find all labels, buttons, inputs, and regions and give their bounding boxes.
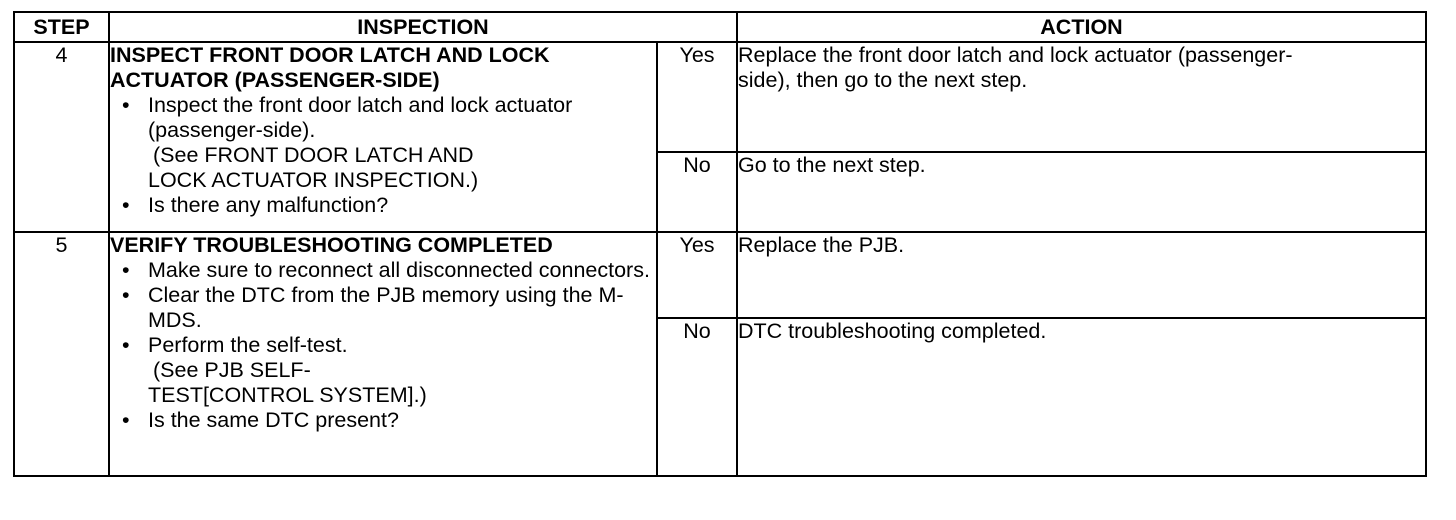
step-5-bullet-3-text: Perform the self-test.	[148, 333, 348, 357]
step-4-bullets: Inspect the front door latch and lock ac…	[110, 93, 656, 218]
step-5-inspection: VERIFY TROUBLESHOOTING COMPLETED Make su…	[108, 231, 658, 477]
step-4-yes-action: Replace the front door latch and lock ac…	[736, 41, 1427, 153]
step-5-bullet-3: Perform the self-test. (See PJB SELF- TE…	[110, 333, 656, 408]
step-4-ref-line1: (See FRONT DOOR LATCH AND	[153, 143, 474, 167]
step-4-yes-row: 4 INSPECT FRONT DOOR LATCH AND LOCK ACTU…	[13, 41, 1427, 233]
step-4-ref-line2: LOCK ACTUATOR INSPECTION.)	[148, 168, 479, 192]
header-inspection: INSPECTION	[108, 11, 738, 43]
step-4-title-line2: ACTUATOR (PASSENGER-SIDE)	[110, 68, 440, 92]
header-action: ACTION	[736, 11, 1427, 43]
step-4-inspection: INSPECT FRONT DOOR LATCH AND LOCK ACTUAT…	[108, 41, 658, 233]
step-5-bullet-2: Clear the DTC from the PJB memory using …	[110, 283, 656, 333]
step-5-no-row: No DTC troubleshooting completed.	[14, 317, 1427, 477]
header-step: STEP	[13, 11, 110, 43]
step-4-yes-action-line1: Replace the front door latch and lock ac…	[738, 43, 1293, 67]
step-5-no-label: No	[656, 317, 738, 477]
step-5-title: VERIFY TROUBLESHOOTING COMPLETED	[110, 233, 553, 257]
header-row: STEP INSPECTION ACTION	[13, 11, 1427, 43]
step-4-yes-label: Yes	[656, 41, 738, 153]
step-4-no-action: Go to the next step.	[736, 151, 1427, 233]
troubleshooting-table: STEP INSPECTION ACTION 4 INSPECT FRONT D…	[13, 11, 1427, 477]
step-4-bullet-2: Is there any malfunction?	[110, 193, 656, 218]
step-4-no-label: No	[656, 151, 738, 233]
step-5-ref-line2: TEST[CONTROL SYSTEM].)	[148, 383, 427, 407]
step-4-title-line1: INSPECT FRONT DOOR LATCH AND LOCK	[110, 43, 550, 67]
step-5-no-action: DTC troubleshooting completed.	[736, 317, 1427, 477]
step-5-yes-label: Yes	[656, 231, 738, 319]
step-4-yes-action-line2: side), then go to the next step.	[738, 68, 1028, 92]
step-5-ref-line1: (See PJB SELF-	[153, 358, 311, 382]
step-4-no-row: No Go to the next step.	[14, 151, 1427, 233]
step-5-yes-row: 5 VERIFY TROUBLESHOOTING COMPLETED Make …	[13, 231, 1427, 477]
step-4-reference: (See FRONT DOOR LATCH AND LOCK ACTUATOR …	[110, 143, 656, 193]
step-number: 5	[13, 231, 110, 477]
step-5-bullet-1: Make sure to reconnect all disconnected …	[110, 258, 656, 283]
step-5-bullet-4: Is the same DTC present?	[110, 408, 656, 433]
step-number: 4	[13, 41, 110, 233]
step-5-bullets: Make sure to reconnect all disconnected …	[110, 258, 656, 433]
step-5-yes-action: Replace the PJB.	[736, 231, 1427, 319]
step-4-bullet-1: Inspect the front door latch and lock ac…	[110, 93, 656, 143]
